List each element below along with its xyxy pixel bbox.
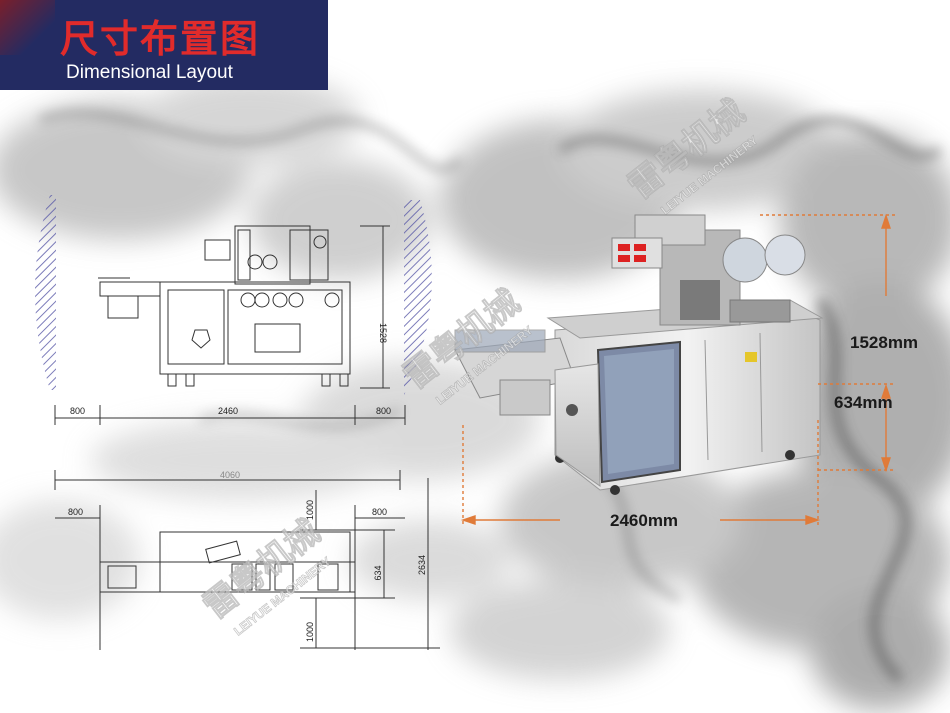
photo-dim-height: 1528mm bbox=[850, 333, 919, 352]
photo-dim-length: 2460mm bbox=[610, 511, 679, 530]
front-dim-length: 2460 bbox=[218, 406, 238, 416]
front-dim-height: 1528 bbox=[378, 323, 388, 343]
front-dim-left-clearance: 800 bbox=[70, 406, 85, 416]
top-dim-left-clearance: 800 bbox=[68, 507, 83, 517]
title-english: Dimensional Layout bbox=[66, 62, 233, 83]
title-chinese: 尺寸布置图 bbox=[60, 17, 261, 61]
title-badge: 尺寸布置图 Dimensional Layout bbox=[0, 0, 328, 90]
top-dim-total-width: 2634 bbox=[417, 555, 427, 575]
top-dim-bottom-clearance: 1000 bbox=[305, 622, 315, 642]
front-dim-right-clearance: 800 bbox=[376, 406, 391, 416]
top-dim-total-length: 4060 bbox=[220, 470, 240, 480]
machine-body-outline bbox=[159, 281, 351, 375]
photo-dim-width: 634mm bbox=[834, 393, 893, 412]
top-dim-right-clearance: 800 bbox=[372, 507, 387, 517]
top-dim-top-clearance: 1000 bbox=[305, 500, 315, 520]
top-dim-machine-width: 634 bbox=[373, 565, 383, 580]
